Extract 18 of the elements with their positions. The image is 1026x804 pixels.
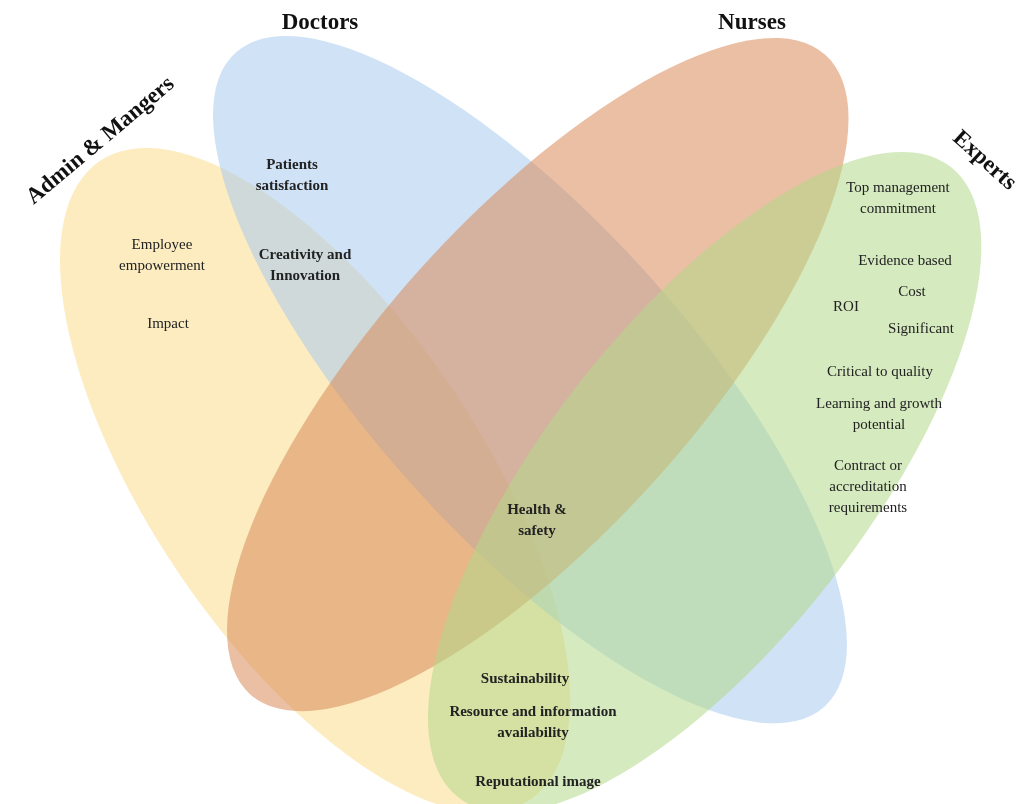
- region-label: Significant: [887, 318, 955, 338]
- region-label: Sustainability: [479, 668, 571, 688]
- region-label: Patients satisfaction: [254, 155, 330, 195]
- region-label: Creativity and Innovation: [257, 245, 353, 285]
- region-label: Critical to quality: [826, 361, 934, 381]
- region-label: Cost: [897, 281, 927, 301]
- set-heading: Nurses: [718, 9, 786, 35]
- region-label: Health & safety: [506, 500, 568, 540]
- region-label: Contract or accreditation requirements: [827, 455, 909, 517]
- region-label: Learning and growth potential: [815, 394, 943, 434]
- region-label: Resource and information availability: [448, 702, 618, 742]
- region-label: Employee empowerment: [118, 235, 206, 275]
- region-label: Top management commitment: [845, 178, 951, 218]
- region-label: ROI: [832, 296, 860, 316]
- region-label: Evidence based: [857, 250, 953, 270]
- region-label: Reputational image: [474, 771, 602, 791]
- set-heading: Doctors: [281, 9, 359, 35]
- region-label: Impact: [146, 313, 190, 333]
